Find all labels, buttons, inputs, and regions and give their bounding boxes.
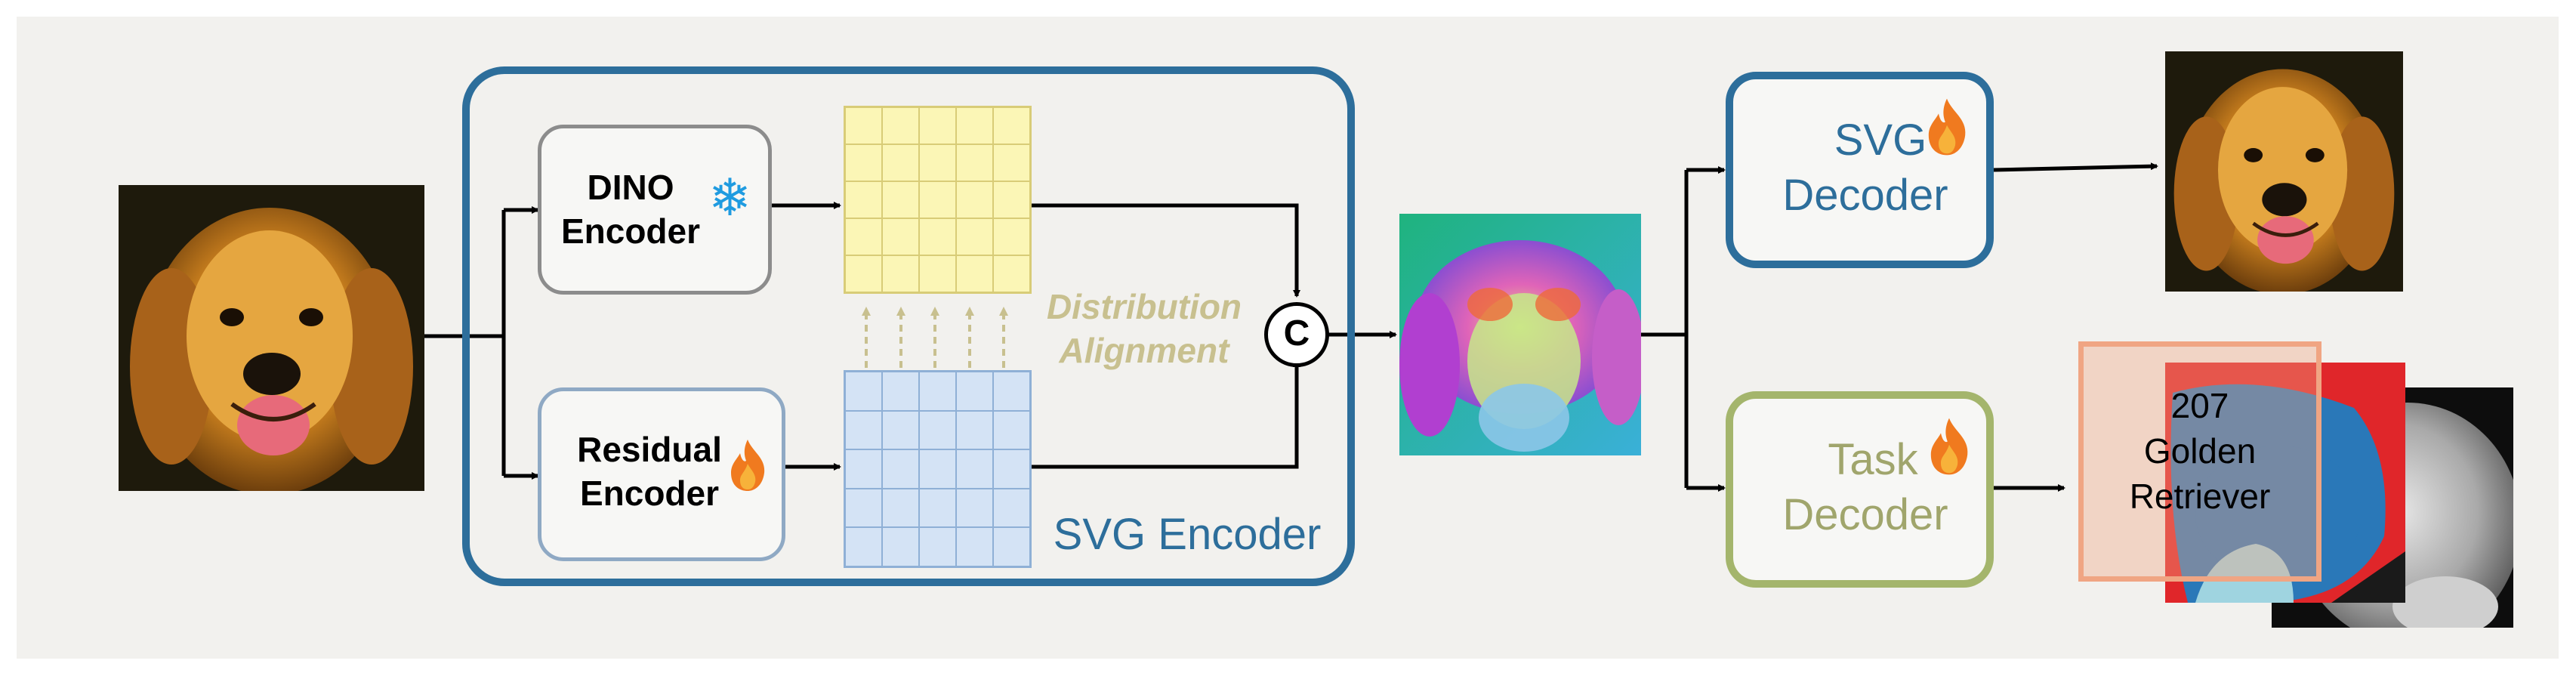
task-decoder-label: Task Decoder [1760, 433, 1971, 542]
svg-encoder-title: SVG Encoder [1053, 510, 1322, 559]
segmentation-output [2165, 363, 2405, 603]
latent-feature-map [1399, 214, 1641, 455]
dino-encoder-box [538, 125, 772, 295]
input-dog-image [119, 185, 424, 491]
residual-encoder-label: Residual Encoder [563, 428, 736, 515]
svg-decoder-line1: SVG [1834, 116, 1927, 165]
svg-encoder-box [462, 66, 1355, 586]
alignment-line1: Distribution [1046, 287, 1242, 326]
fire-icon [1928, 98, 1966, 156]
alignment-arrows [862, 307, 1008, 368]
residual-feature-grid [844, 370, 1032, 568]
dino-encoder-label: DINO Encoder [555, 166, 706, 253]
task-decoder-line1: Task [1828, 435, 1918, 484]
class-name-line1: Golden [2143, 431, 2257, 471]
reconstructed-dog-image [2165, 51, 2403, 292]
dino-label-line2: Encoder [560, 211, 701, 251]
residual-label-line2: Encoder [579, 473, 720, 513]
classification-label: 207 Golden Retriever [2078, 384, 2321, 519]
dino-feature-grid [844, 106, 1032, 294]
arrow-dino-grid-to-concat [1029, 203, 1300, 298]
distribution-alignment-label: Distribution Alignment [1035, 286, 1254, 372]
dino-label-line1: DINO [587, 168, 674, 207]
class-name-line2: Retriever [2129, 476, 2271, 516]
classification-box [2078, 341, 2321, 582]
alignment-line2: Alignment [1059, 330, 1229, 370]
fire-icon [1930, 418, 1968, 475]
arrow-residual-grid-to-concat [1029, 360, 1300, 469]
concat-symbol: C [1283, 313, 1310, 353]
concat-node [1264, 302, 1329, 367]
class-id: 207 [2170, 386, 2229, 425]
fire-icon [731, 440, 765, 491]
task-decoder-line2: Decoder [1782, 489, 1948, 539]
residual-label-line1: Residual [577, 430, 722, 469]
svg-decoder-line2: Decoder [1782, 170, 1948, 220]
svg-decoder-label: SVG Decoder [1760, 113, 1971, 223]
arrow-to-reconstruction [1993, 162, 2158, 172]
snowflake-icon: ❄ [708, 169, 751, 227]
